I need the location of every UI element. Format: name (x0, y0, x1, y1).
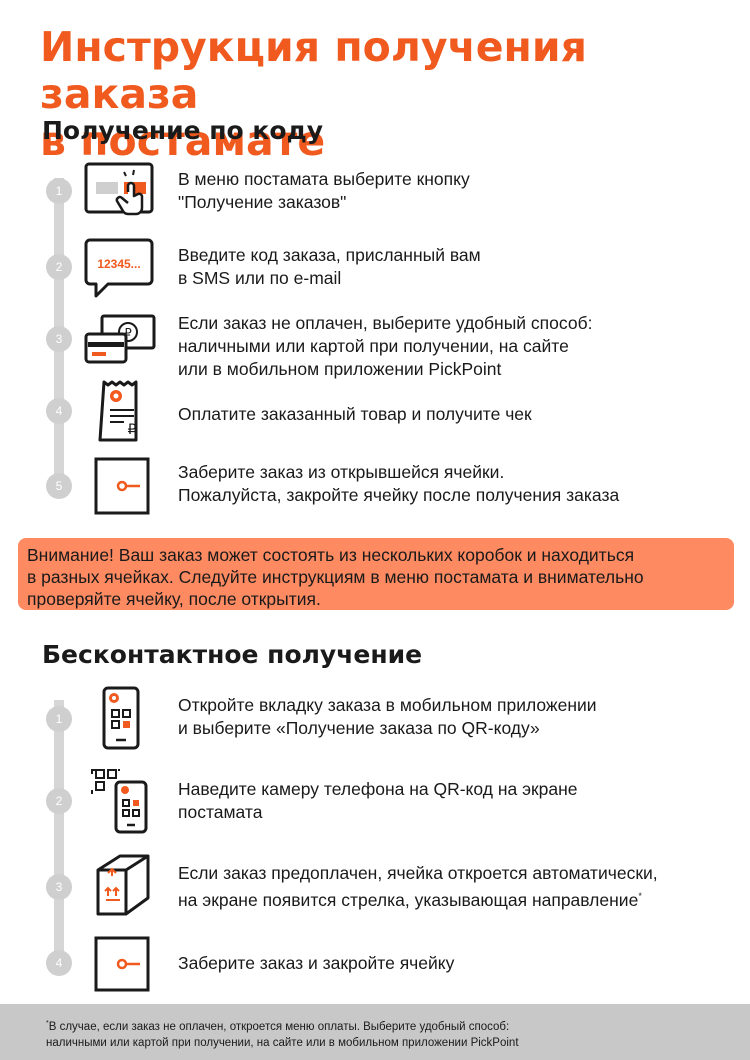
step-number: 1 (46, 706, 72, 732)
step-text: Оплатите заказанный товар и получите чек (178, 403, 738, 426)
timeline-contactless (54, 700, 64, 970)
step-text-line: Наведите камеру телефона на QR-код на эк… (178, 779, 578, 799)
step-text-line: на экране появится стрелка, указывающая … (178, 885, 738, 912)
step-text-line: Заберите заказ и закройте ячейку (178, 953, 455, 973)
receipt-icon: ₽ (84, 380, 158, 444)
step-text-line: наличными или картой при получении, на с… (178, 336, 569, 356)
step-text: Если заказ не оплачен, выберите удобный … (178, 312, 738, 381)
footnote-line-1: В случае, если заказ не оплачен, откроет… (48, 1020, 510, 1033)
section-title-contactless: Бесконтактное получение (42, 640, 423, 669)
open-box-arrow-icon (84, 852, 158, 918)
warning-line: в разных ячейках. Следуйте инструкциям в… (27, 567, 644, 587)
footnote-text: *В случае, если заказ не оплачен, открое… (46, 1016, 736, 1051)
step-text-line: "Получение заказов" (178, 192, 347, 212)
step-text-line: Введите код заказа, присланный вам (178, 245, 481, 265)
step-text-line: Если заказ предоплачен, ячейка откроется… (178, 863, 658, 883)
footnote-mark: * (638, 891, 642, 901)
footnote-line: *В случае, если заказ не оплачен, открое… (46, 1016, 736, 1035)
step-number: 3 (46, 326, 72, 352)
step-text-line: на экране появится стрелка, указывающая … (178, 889, 639, 910)
step-text-line: В меню постамата выберите кнопку (178, 169, 470, 189)
step-text: Заберите заказ и закройте ячейку (178, 952, 738, 975)
step-text-line: Заберите заказ из открывшейся ячейки. (178, 462, 505, 482)
section-title-code: Получение по коду (42, 116, 324, 145)
step-number: 3 (46, 874, 72, 900)
step-text: Наведите камеру телефона на QR-код на эк… (178, 778, 738, 824)
step-text: Заберите заказ из открывшейся ячейки. По… (178, 461, 738, 507)
warning-line: Внимание! Ваш заказ может состоять из не… (27, 545, 635, 565)
step-number: 1 (46, 178, 72, 204)
phone-qr-icon (84, 686, 158, 750)
locker-cell-icon (84, 457, 158, 517)
step-text-line: и выберите «Получение заказа по QR-коду» (178, 718, 540, 738)
step-text: Если заказ предоплачен, ячейка откроется… (178, 862, 738, 912)
page-title: Инструкция получения заказа в постамате (40, 24, 730, 165)
step-number: 5 (46, 473, 72, 499)
locker-cell-icon (84, 936, 158, 994)
step-number: 4 (46, 950, 72, 976)
step-text-line: Оплатите заказанный товар и получите чек (178, 404, 532, 424)
step-text-line: в SMS или по e-mail (178, 268, 342, 288)
step-text: В меню постамата выберите кнопку "Получе… (178, 168, 738, 214)
sms-code-text: 12345... (97, 257, 140, 271)
step-text-line: постамата (178, 802, 263, 822)
warning-line: проверяйте ячейку, после открытия. (27, 589, 321, 609)
svg-text:₽: ₽ (128, 422, 137, 438)
sms-code-bubble-icon: 12345... (84, 238, 158, 300)
footnote-line-2: наличными или картой при получении, на с… (46, 1036, 519, 1049)
page-title-line-1: Инструкция получения заказа (40, 23, 587, 118)
step-text-line: Если заказ не оплачен, выберите удобный … (178, 313, 593, 333)
step-number: 2 (46, 788, 72, 814)
cash-and-card-icon: ₽ (84, 312, 158, 368)
step-number: 4 (46, 398, 72, 424)
step-text-line: Откройте вкладку заказа в мобильном прил… (178, 695, 597, 715)
touchscreen-button-icon (84, 162, 158, 222)
step-number: 2 (46, 254, 72, 280)
svg-text:₽: ₽ (124, 326, 132, 340)
page-title-line-2: в постамате (40, 117, 326, 165)
footnote-mark: * (46, 1020, 49, 1027)
footnote-bar: *В случае, если заказ не оплачен, открое… (0, 1004, 750, 1060)
scan-qr-phone-icon (84, 768, 158, 834)
step-text: Введите код заказа, присланный вам в SMS… (178, 244, 738, 290)
step-text-line: или в мобильном приложении PickPoint (178, 359, 502, 379)
step-text: Откройте вкладку заказа в мобильном прил… (178, 694, 738, 740)
warning-banner: Внимание! Ваш заказ может состоять из не… (18, 538, 734, 610)
step-text-line: Пожалуйста, закройте ячейку после получе… (178, 485, 620, 505)
